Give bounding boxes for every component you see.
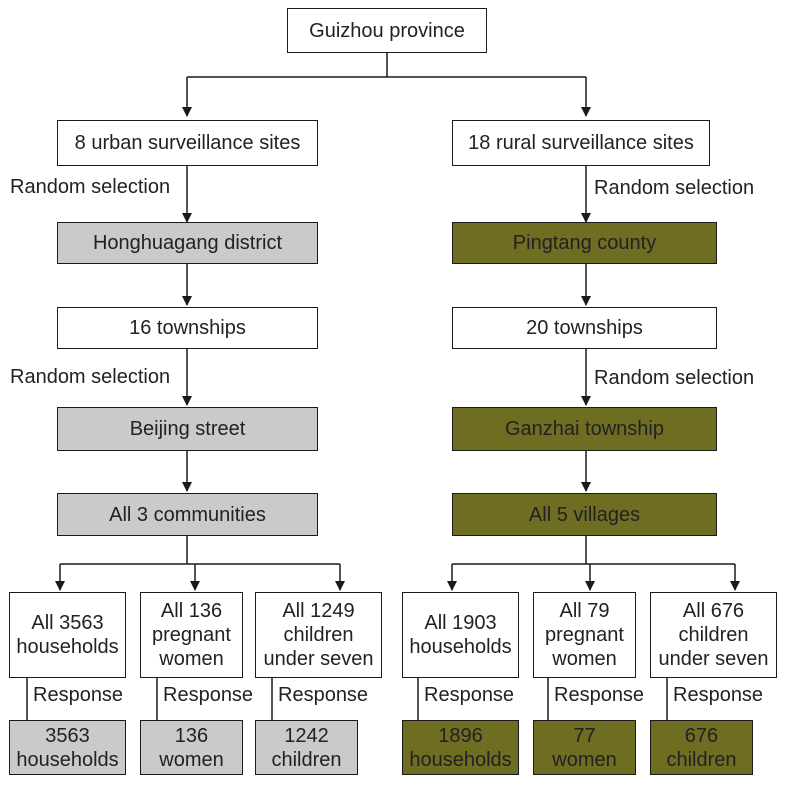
rural-group-3-box: All 676 children under seven [650,592,777,678]
urban-random-selection-2: Random selection [10,366,171,388]
rural-result-2-box: 77 women [533,720,636,775]
urban-result-2-box: 136 women [140,720,243,775]
rural-villages-box: All 5 villages [452,493,717,536]
urban-response-3: Response [278,684,369,706]
rural-sites-box: 18 rural surveillance sites [452,120,710,166]
rural-response-3: Response [673,684,764,706]
rural-group-1-box: All 1903 households [402,592,519,678]
rural-random-selection-1: Random selection [594,177,755,199]
urban-result-3-box: 1242 children [255,720,358,775]
rural-townships-box: 20 townships [452,307,717,349]
urban-sites-box: 8 urban surveillance sites [57,120,318,166]
urban-result-1-box: 3563 households [9,720,126,775]
rural-township-box: Ganzhai township [452,407,717,451]
rural-result-3-box: 676 children [650,720,753,775]
province-box: Guizhou province [287,8,487,53]
urban-group-3-box: All 1249 children under seven [255,592,382,678]
rural-result-1-box: 1896 households [402,720,519,775]
rural-group-2-box: All 79 pregnant women [533,592,636,678]
urban-communities-box: All 3 communities [57,493,318,536]
urban-random-selection-1: Random selection [10,176,171,198]
urban-group-2-box: All 136 pregnant women [140,592,243,678]
rural-county-box: Pingtang county [452,222,717,264]
urban-district-box: Honghuagang district [57,222,318,264]
urban-group-1-box: All 3563 households [9,592,126,678]
urban-response-2: Response [163,684,254,706]
rural-random-selection-2: Random selection [594,367,755,389]
rural-response-2: Response [554,684,645,706]
urban-response-1: Response [33,684,124,706]
urban-townships-box: 16 townships [57,307,318,349]
urban-street-box: Beijing street [57,407,318,451]
rural-response-1: Response [424,684,515,706]
